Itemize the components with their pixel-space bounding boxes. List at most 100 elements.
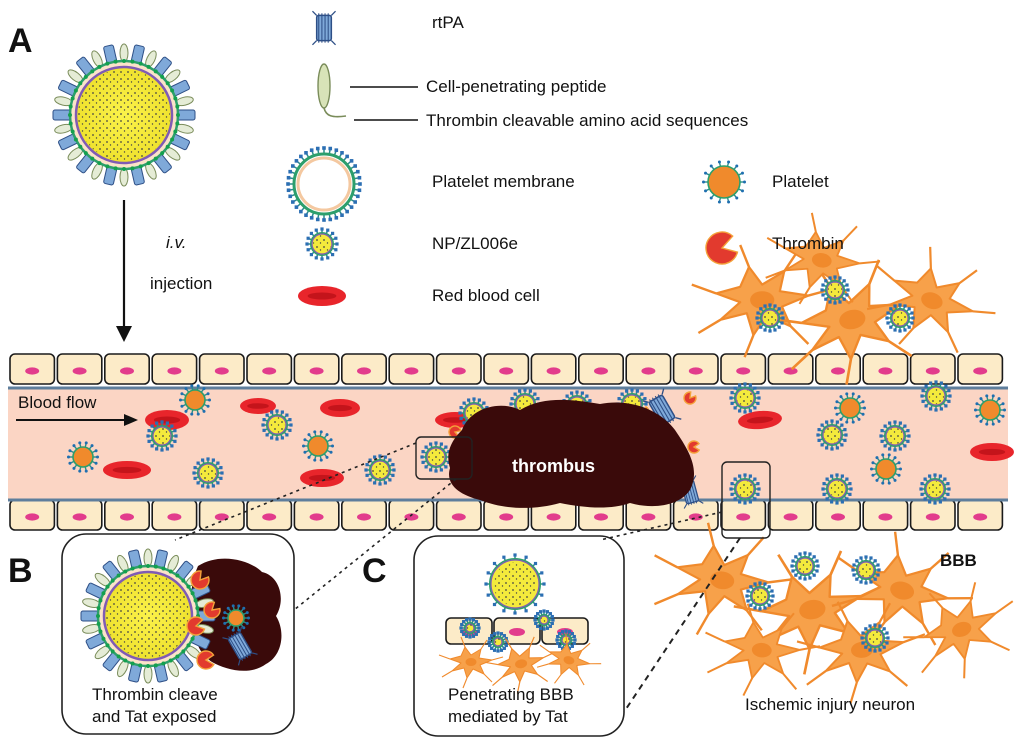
rtpa-molecule [642, 388, 682, 432]
nanoparticle [816, 419, 848, 451]
inset-b-caption-line2: and Tat exposed [92, 707, 216, 726]
nanoparticle-in-brain [745, 581, 775, 611]
vessel-wall-top [9, 353, 1004, 385]
red-blood-cell [103, 461, 151, 479]
thrombin [687, 440, 701, 454]
platelet-membrane-nanoparticle [52, 43, 196, 187]
neuron [705, 603, 821, 696]
inset-c-neurons [438, 633, 602, 694]
inset-c-small-nanoparticle [533, 609, 555, 631]
nanoparticle [729, 473, 761, 505]
neuron [796, 601, 926, 704]
blood-flow-arrow [16, 414, 138, 426]
thrombin [190, 570, 210, 590]
legend [286, 10, 746, 306]
legend-thrombin-label: Thrombin [772, 234, 844, 253]
zoom-box-b [415, 436, 473, 480]
inset-b-content [80, 548, 282, 684]
neuron [903, 582, 1014, 679]
nanoparticle [364, 454, 396, 486]
thrombus-label: thrombus [512, 456, 595, 476]
panel-label-b: B [8, 552, 33, 590]
inset-b-caption-line1: Thrombin cleave [92, 685, 218, 704]
rtpa-molecule [222, 626, 258, 666]
platelet [179, 384, 211, 416]
thrombin [203, 601, 221, 619]
nanoparticle [146, 420, 178, 452]
thrombin [186, 616, 206, 636]
nanoparticle-in-brain [851, 555, 881, 585]
neuron [765, 212, 881, 305]
panel-label-a: A [8, 22, 33, 60]
platelet [870, 453, 902, 485]
thrombin [683, 391, 697, 405]
legend-platelet-label: Platelet [772, 172, 829, 191]
legend-np-label: NP/ZL006e [432, 234, 518, 253]
platelet [302, 430, 334, 462]
nanoparticle [879, 420, 911, 452]
inset-c-caption-line2: mediated by Tat [448, 707, 568, 726]
injection-label: injection [150, 274, 212, 293]
legend-platelet-icon [702, 160, 746, 204]
nanoparticle [919, 473, 951, 505]
nanoparticle-in-brain [860, 623, 890, 653]
nanoparticle [261, 409, 293, 441]
nanoparticle-in-brain [820, 275, 850, 305]
platelet [974, 394, 1006, 426]
nanoparticle [192, 457, 224, 489]
injection-arrow [116, 200, 132, 342]
nanoparticle-in-brain [755, 303, 785, 333]
thrombus-shape [448, 399, 695, 508]
zoom-box-c [721, 461, 771, 539]
neuron [484, 636, 556, 694]
bbb-label: BBB [940, 551, 977, 570]
inset-c-small-nanoparticle [459, 617, 481, 639]
legend-thrombin-icon [705, 231, 739, 265]
red-blood-cell [738, 410, 782, 430]
legend-rtpa-icon [312, 10, 336, 46]
neuron [438, 636, 504, 689]
legend-rtpa-label: rtPA [432, 13, 464, 32]
inset-c-caption-line1: Penetrating BBB [448, 685, 574, 704]
zoom-link-c-bottom [623, 537, 741, 713]
nanoparticle-in-brain [885, 303, 915, 333]
legend-rbc-label: Red blood cell [432, 286, 540, 305]
legend-cleavable-label: Thrombin cleavable amino acid sequences [426, 111, 748, 130]
neuron [653, 522, 794, 636]
neuron-label: Ischemic injury neuron [745, 695, 915, 714]
ischemic-neurons [653, 212, 1014, 704]
iv-label: i.v. [166, 233, 186, 252]
thrombin [196, 650, 215, 670]
inset-c-nanoparticle [484, 553, 546, 615]
inset-b-nanoparticle [80, 548, 216, 684]
platelet [67, 441, 99, 473]
nanoparticle [729, 382, 761, 414]
panel-label-c: C [362, 552, 387, 590]
neuron [536, 633, 602, 686]
zoom-link-b-top [174, 442, 417, 541]
platelet [222, 604, 250, 632]
legend-np-icon [305, 227, 339, 261]
vessel-contents [52, 43, 1014, 509]
neuron [866, 246, 996, 354]
blood-flow-label: Blood flow [18, 393, 97, 412]
red-blood-cell [240, 398, 276, 414]
nanoparticle [420, 441, 452, 473]
nanoparticle-in-brain [790, 551, 820, 581]
red-blood-cell [970, 443, 1014, 461]
legend-membrane-icon [286, 146, 362, 222]
inset-c-content [438, 553, 602, 694]
nanoparticle [920, 380, 952, 412]
nanoparticle [821, 473, 853, 505]
legend-cpp-icon [317, 63, 347, 118]
red-blood-cell [320, 399, 360, 417]
legend-cpp-label: Cell-penetrating peptide [426, 77, 607, 96]
platelet [834, 392, 866, 424]
neuron [831, 531, 973, 646]
inset-c-small-nanoparticle [487, 631, 509, 653]
legend-rbc-icon [298, 286, 346, 306]
legend-membrane-label: Platelet membrane [432, 172, 575, 191]
red-blood-cell [300, 469, 344, 487]
